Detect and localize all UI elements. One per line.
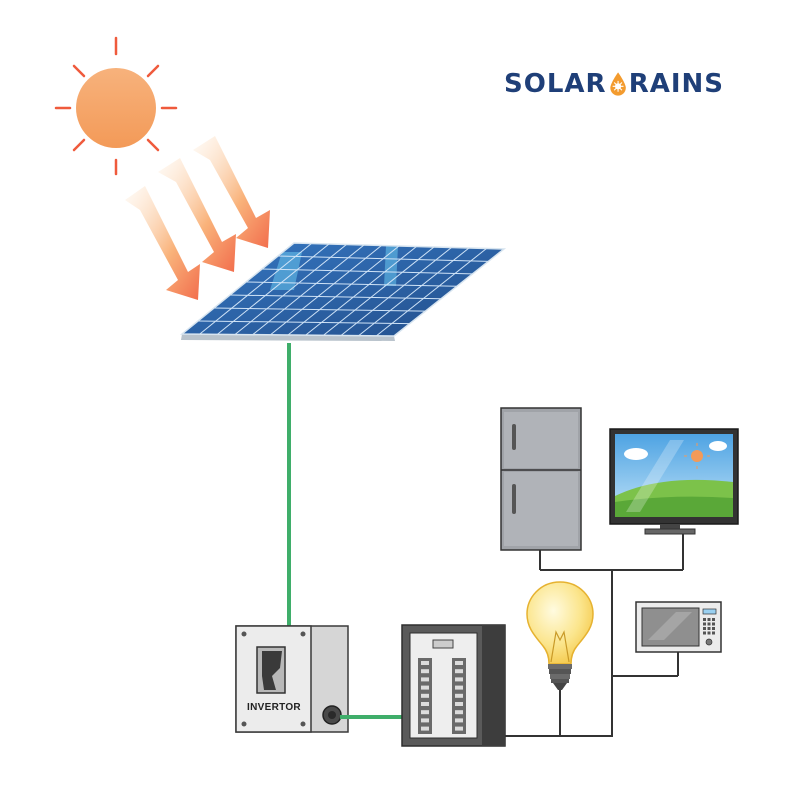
breaker-switches	[421, 661, 463, 731]
brand-text-solar: SOLAR	[504, 69, 607, 99]
solar-panel-icon	[179, 242, 507, 341]
sun-rays	[125, 136, 270, 300]
brand-drop-icon	[609, 72, 626, 96]
brand-logo: SOLAR RAINS	[504, 62, 724, 106]
appliance-wiring	[505, 530, 684, 737]
light-bulb-icon	[526, 581, 594, 690]
microwave-keypad	[703, 618, 715, 635]
sun-icon	[54, 36, 178, 176]
fridge-icon	[500, 407, 582, 551]
inverter-label: INVERTOR	[247, 702, 301, 713]
tv-icon	[609, 428, 739, 535]
breaker-panel-icon	[401, 624, 506, 747]
panel-cell-grid	[197, 243, 489, 337]
microwave-icon	[635, 601, 722, 653]
brand-text-rains: RAINS	[628, 69, 724, 99]
inverter-icon	[235, 625, 349, 733]
